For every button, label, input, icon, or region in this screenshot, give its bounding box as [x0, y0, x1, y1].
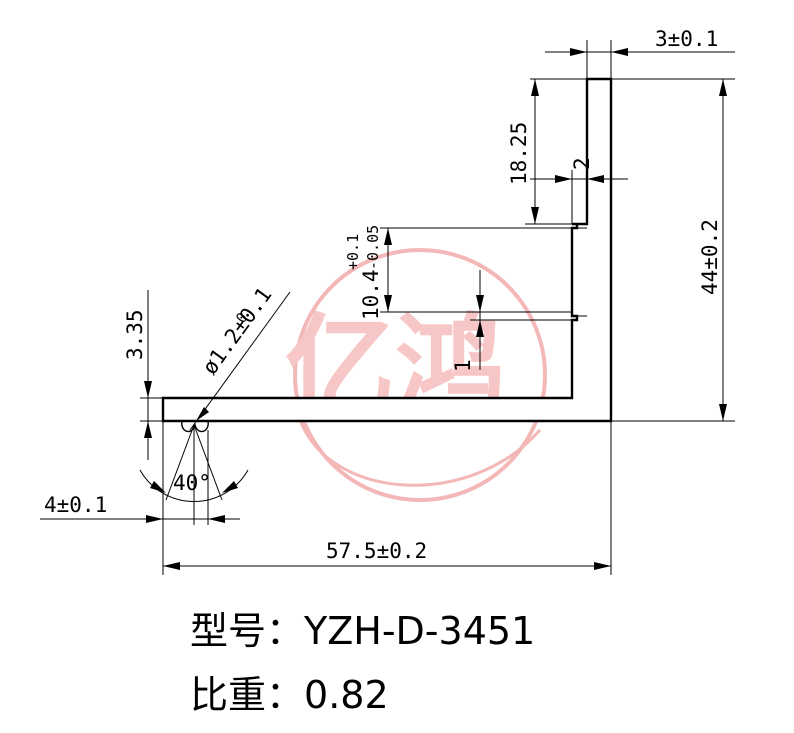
dim-angle: 40° — [139, 424, 249, 525]
model-value: YZH-D-3451 — [304, 609, 536, 653]
dim-top-thickness-text: 3±0.1 — [655, 27, 718, 51]
fin-gap-lines — [572, 223, 587, 317]
dim-groove-width: 4±0.1 — [40, 421, 240, 575]
dim-base-height-text: 3.35 — [123, 309, 147, 360]
hole-feature — [181, 420, 240, 433]
dim-groove-width-text: 4±0.1 — [44, 493, 107, 517]
dim-fin-thickness-text: 1 — [451, 359, 475, 372]
ratio-label: 比重： — [190, 673, 305, 717]
dim-base-height: 3.35 — [123, 290, 182, 460]
dim-total-height: 44±0.2 — [611, 78, 735, 422]
ratio-row: 比重：0.82 — [190, 664, 389, 719]
dim-upper-gap-text: 18.25 — [507, 122, 531, 185]
dim-angle-text: 40° — [173, 471, 211, 495]
dim-fin-thickness: 1 — [451, 270, 572, 372]
dim-fin-width-text: 2 — [570, 157, 594, 170]
dim-top-thickness: 3±0.1 — [545, 27, 735, 79]
model-row: 型号：YZH-D-3451 — [190, 600, 535, 655]
dim-fin-spacing-tol-lower: -0.05 — [364, 225, 382, 270]
watermark-logo: 亿鸿 — [285, 248, 547, 502]
dim-fin-spacing-tol-upper: +0.1 — [344, 234, 362, 270]
dim-fin-spacing: 10.4 +0.1 -0.05 — [344, 225, 572, 320]
dim-upper-gap: 18.25 — [507, 78, 587, 225]
dim-fin-width: 2 — [530, 157, 628, 224]
dim-total-width: 57.5±0.2 — [163, 421, 612, 575]
dim-total-width-text: 57.5±0.2 — [326, 539, 427, 563]
dim-fin-spacing-text: 10.4 — [359, 269, 383, 320]
model-label: 型号： — [190, 609, 305, 653]
ratio-value: 0.82 — [304, 673, 389, 717]
dim-total-height-text: 44±0.2 — [698, 219, 722, 295]
